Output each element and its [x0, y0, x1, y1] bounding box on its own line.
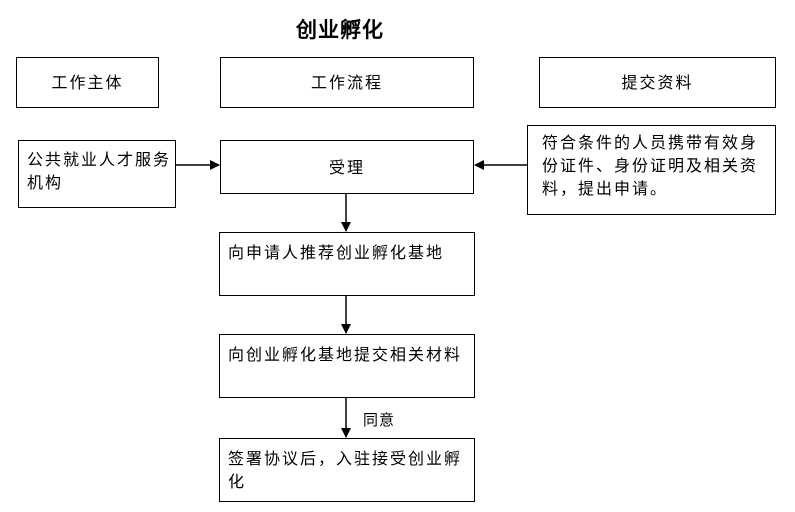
header-process-label: 工作流程 — [310, 73, 383, 92]
agree-label: 同意 — [363, 411, 396, 429]
page-title: 创业孵化 — [296, 18, 384, 42]
process-step-accept: 受理 — [220, 140, 474, 194]
requirements-label: 符合条件的人员携带有效身份证件、身份证明及相关资料，提出申请。 — [542, 133, 759, 198]
agency-box: 公共就业人才服务机构 — [18, 140, 176, 208]
header-subject-label: 工作主体 — [51, 73, 124, 92]
agency-label: 公共就业人才服务机构 — [27, 150, 172, 192]
header-materials: 提交资料 — [539, 57, 776, 108]
sign-label: 签署协议后，入驻接受创业孵化 — [228, 449, 463, 491]
process-step-recommend: 向申请人推荐创业孵化基地 — [219, 232, 475, 296]
header-subject: 工作主体 — [16, 57, 159, 108]
accept-label: 受理 — [328, 157, 365, 177]
header-process: 工作流程 — [220, 57, 474, 108]
recommend-label: 向申请人推荐创业孵化基地 — [228, 243, 445, 262]
header-materials-label: 提交资料 — [621, 73, 694, 92]
requirements-box: 符合条件的人员携带有效身份证件、身份证明及相关资料，提出申请。 — [527, 125, 776, 215]
process-step-submit: 向创业孵化基地提交相关材料 — [219, 334, 475, 398]
process-step-sign: 签署协议后，入驻接受创业孵化 — [219, 438, 475, 502]
submit-label: 向创业孵化基地提交相关材料 — [228, 345, 463, 364]
